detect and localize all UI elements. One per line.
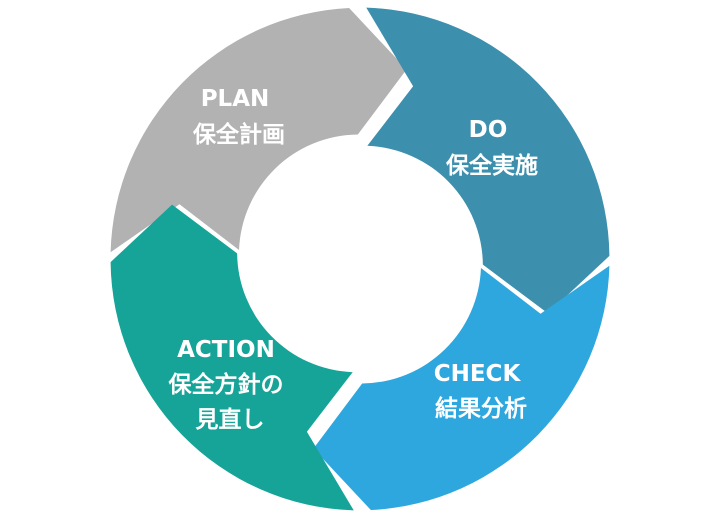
plan-subtitle: 保全計画 [192, 121, 285, 148]
check-subtitle: 結果分析 [435, 395, 527, 422]
action-segment [110, 204, 354, 511]
action-subtitle-1: 保全方針の [167, 371, 283, 398]
check-title: CHECK [434, 361, 522, 387]
action-label: ACTION 保全方針の 見直し [167, 337, 291, 433]
action-title: ACTION [177, 337, 275, 363]
plan-title: PLAN [201, 86, 270, 112]
do-subtitle: 保全実施 [445, 152, 538, 179]
do-segment [366, 7, 610, 314]
check-segment [313, 265, 610, 511]
do-title: DO [469, 117, 508, 143]
check-label: CHECK 結果分析 [434, 361, 529, 422]
plan-label: PLAN 保全計画 [192, 86, 285, 148]
action-subtitle-2: 見直し [196, 406, 265, 433]
do-label: DO 保全実施 [445, 117, 538, 179]
plan-segment [110, 7, 407, 253]
